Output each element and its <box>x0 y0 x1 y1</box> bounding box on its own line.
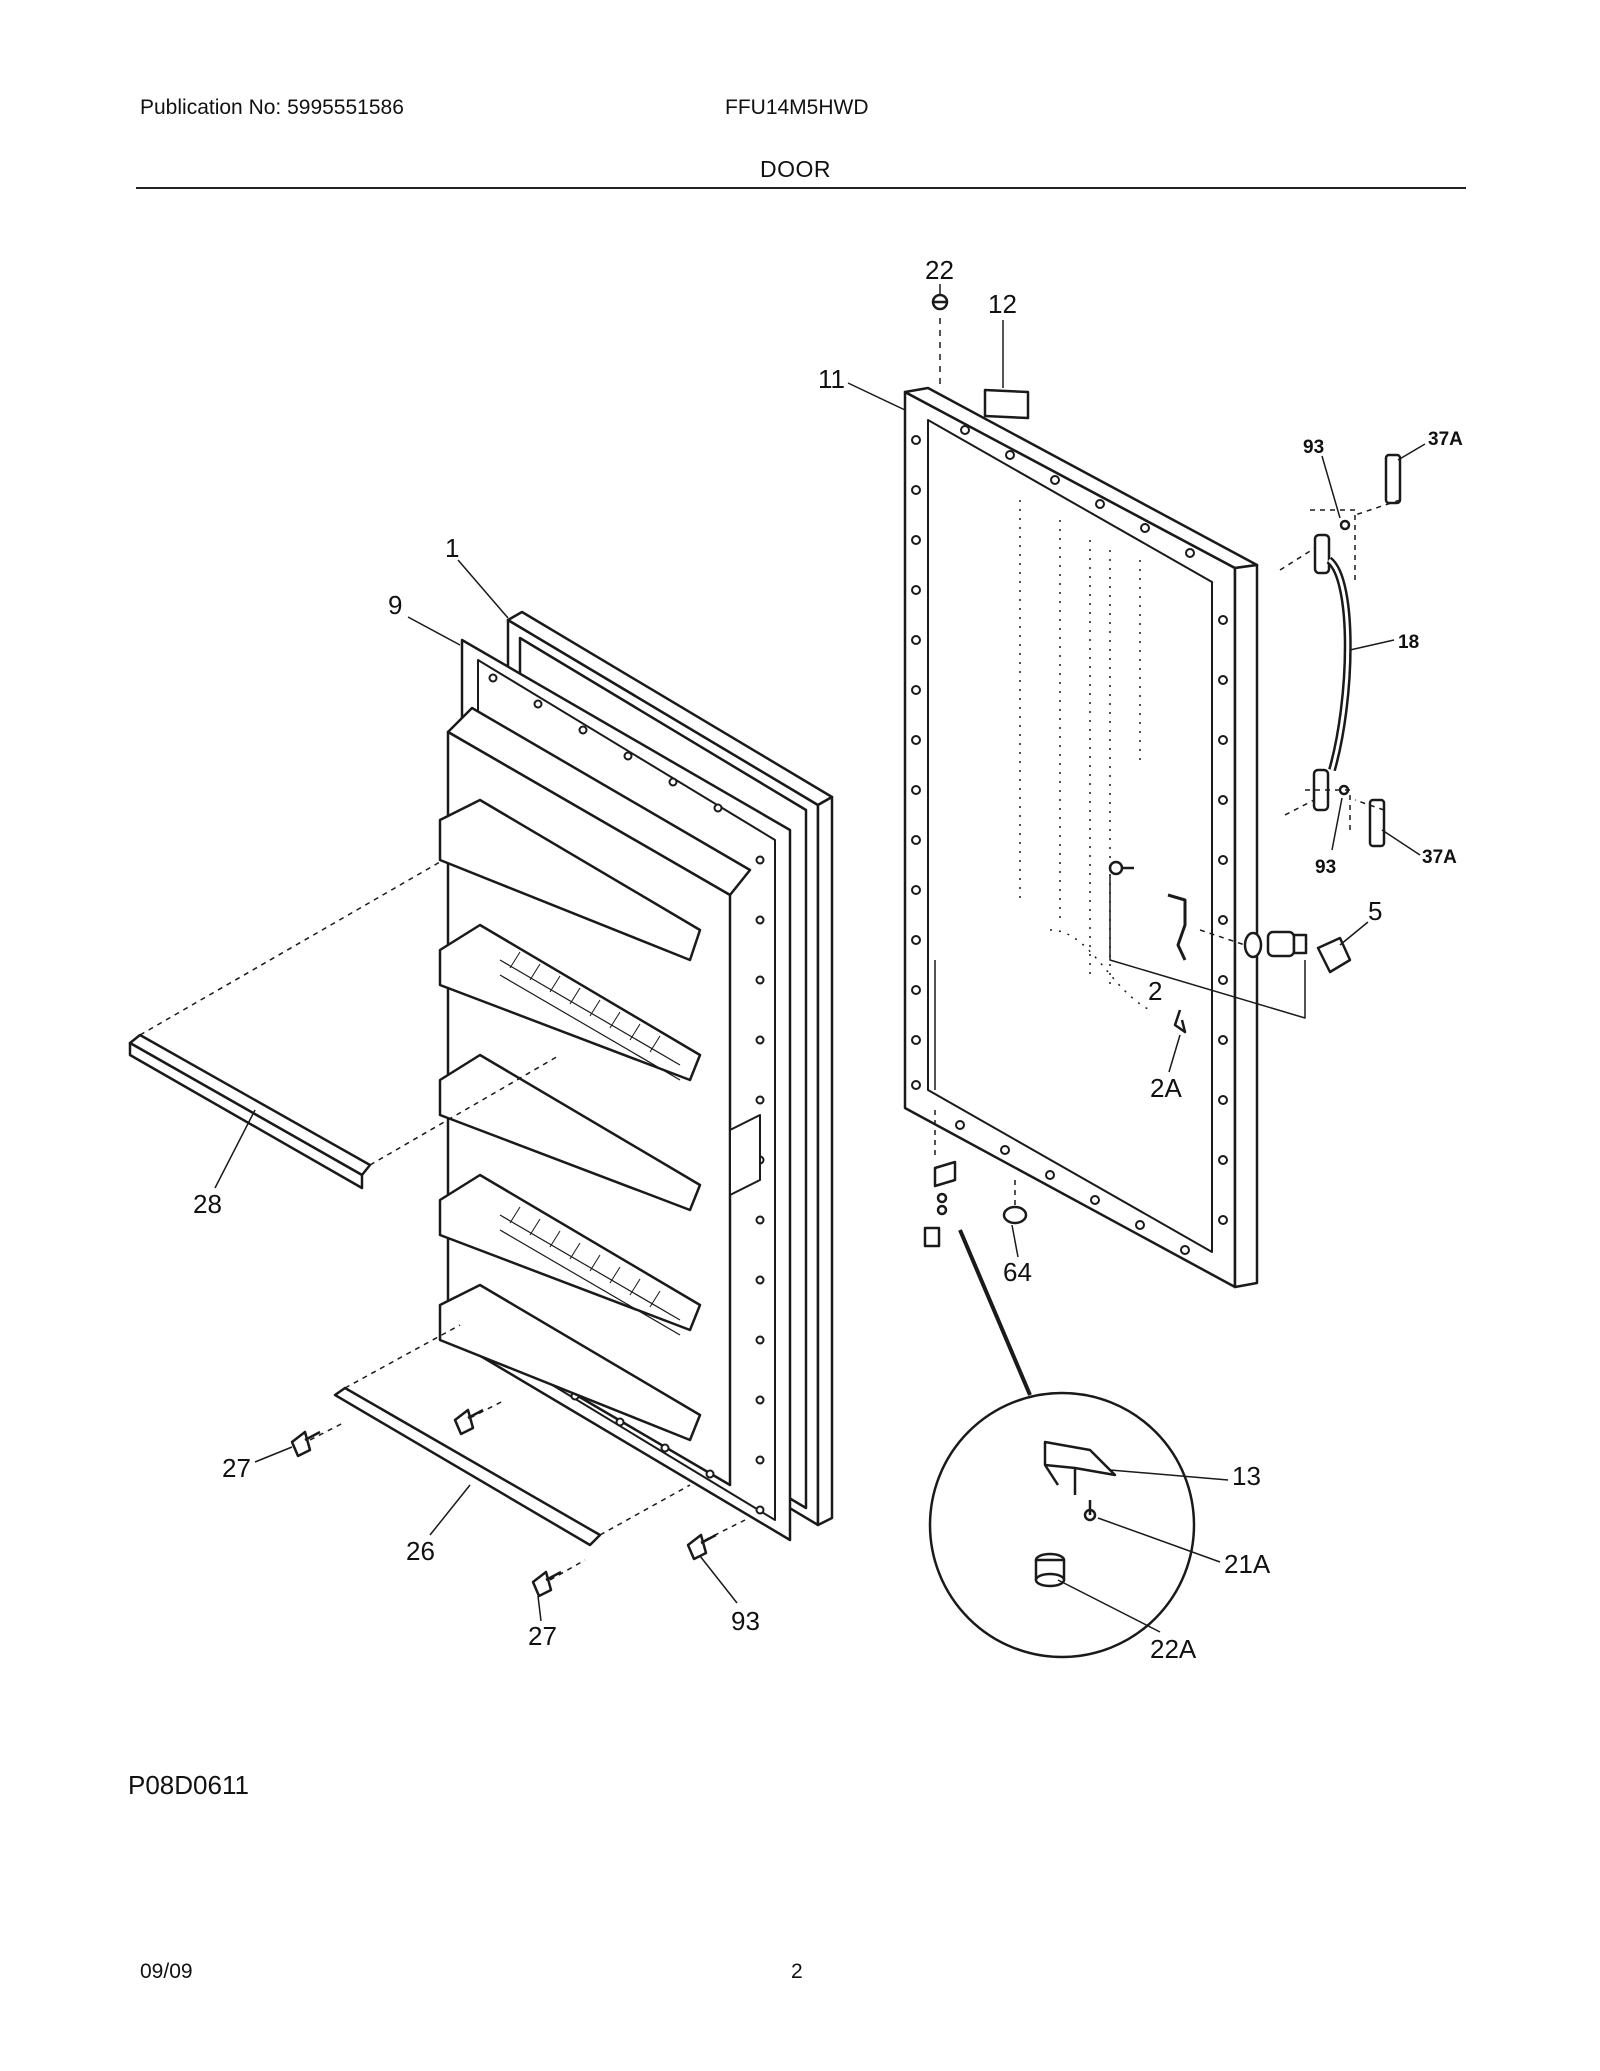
callout-27-left: 27 <box>222 1453 251 1483</box>
shelf-rail <box>128 861 561 1190</box>
callout-64: 64 <box>1003 1257 1032 1287</box>
publication-number: Publication No: 5995551586 <box>140 96 404 119</box>
outer-door-panel <box>903 386 1259 1289</box>
figure-code: P08D0611 <box>128 1770 249 1800</box>
header-divider <box>136 187 1466 189</box>
callout-1: 1 <box>445 533 459 563</box>
callout-2a: 2A <box>1150 1073 1182 1103</box>
callout-11: 11 <box>818 364 845 394</box>
top-screw <box>931 293 949 390</box>
callout-21a: 21A <box>1224 1549 1271 1579</box>
callout-5: 5 <box>1368 896 1382 926</box>
callout-27-bottom: 27 <box>528 1621 557 1651</box>
callout-22: 22 <box>925 255 954 285</box>
callout-93-mid: 93 <box>1315 857 1336 878</box>
door-handle <box>1279 453 1402 848</box>
callout-9: 9 <box>388 590 402 620</box>
hinge-detail-view <box>928 1391 1229 1659</box>
model-number: FFU14M5HWD <box>725 96 869 119</box>
inner-door-liner <box>438 638 792 1542</box>
callout-37a-bottom: 37A <box>1422 847 1457 868</box>
section-title: DOOR <box>760 156 831 182</box>
bottom-hinge-parts <box>923 1110 1032 1396</box>
lock-assembly <box>1108 860 1352 1034</box>
page-number: 2 <box>791 1960 803 1983</box>
door-label <box>983 388 1030 420</box>
callout-22a: 22A <box>1150 1634 1197 1664</box>
callout-12: 12 <box>988 289 1017 319</box>
callout-93-top: 93 <box>1303 437 1324 458</box>
callout-13: 13 <box>1232 1461 1261 1491</box>
publication-date: 09/09 <box>140 1960 193 1983</box>
callout-18: 18 <box>1398 632 1419 653</box>
callout-93-bottom: 93 <box>731 1606 760 1636</box>
callout-2: 2 <box>1148 976 1162 1006</box>
callout-26: 26 <box>406 1536 435 1566</box>
callout-28: 28 <box>193 1189 222 1219</box>
callout-37a-top: 37A <box>1428 429 1463 450</box>
bottom-trim <box>290 1324 746 1598</box>
